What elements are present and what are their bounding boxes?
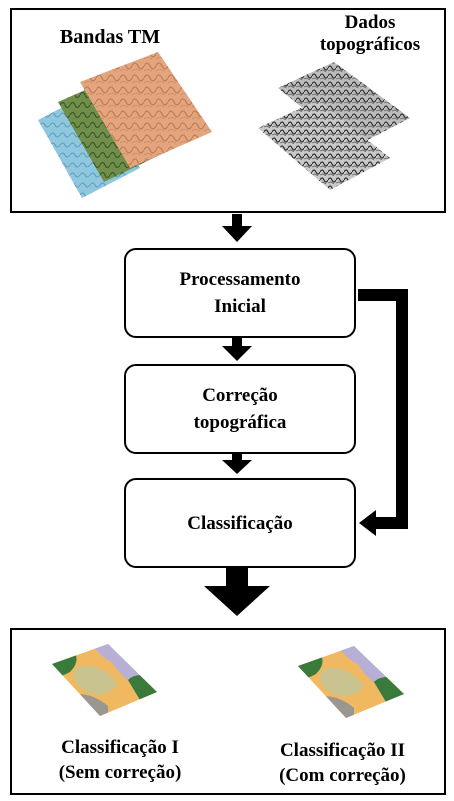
- arrow-initial-to-correction: [222, 336, 252, 361]
- topographic-correction-line1: Correção: [202, 385, 278, 406]
- classification-label: Classificação: [187, 512, 293, 534]
- classification-2-label-line1: Classificação II: [279, 740, 406, 761]
- classification-1-label-line1: Classificação I: [61, 737, 179, 758]
- initial-processing-line2: Inicial: [214, 296, 266, 317]
- topo-data-label-line2: topográficos: [319, 34, 421, 55]
- bypass-arrow: [358, 289, 408, 536]
- tm-bands-label: Bandas TM: [59, 26, 161, 48]
- topographic-data-image: [258, 62, 410, 190]
- tm-bands-image: [38, 52, 212, 198]
- topographic-correction-box: Correção topográfica: [124, 364, 356, 454]
- arrow-input-to-initial: [222, 214, 252, 242]
- classification-2-label-line2: (Com correção): [279, 765, 406, 786]
- initial-processing-box: Processamento Inicial: [124, 248, 356, 338]
- arrow-correction-to-classification: [222, 452, 252, 474]
- classification-1-label-line2: (Sem correção): [58, 762, 182, 783]
- initial-processing-line1: Processamento: [179, 269, 301, 290]
- topographic-correction-line2: topográfica: [193, 412, 287, 433]
- arrow-classification-to-output: [204, 568, 270, 616]
- output-frame: [10, 628, 446, 795]
- topo-data-label-line1: Dados: [344, 12, 396, 33]
- classification-box: Classificação: [124, 478, 356, 568]
